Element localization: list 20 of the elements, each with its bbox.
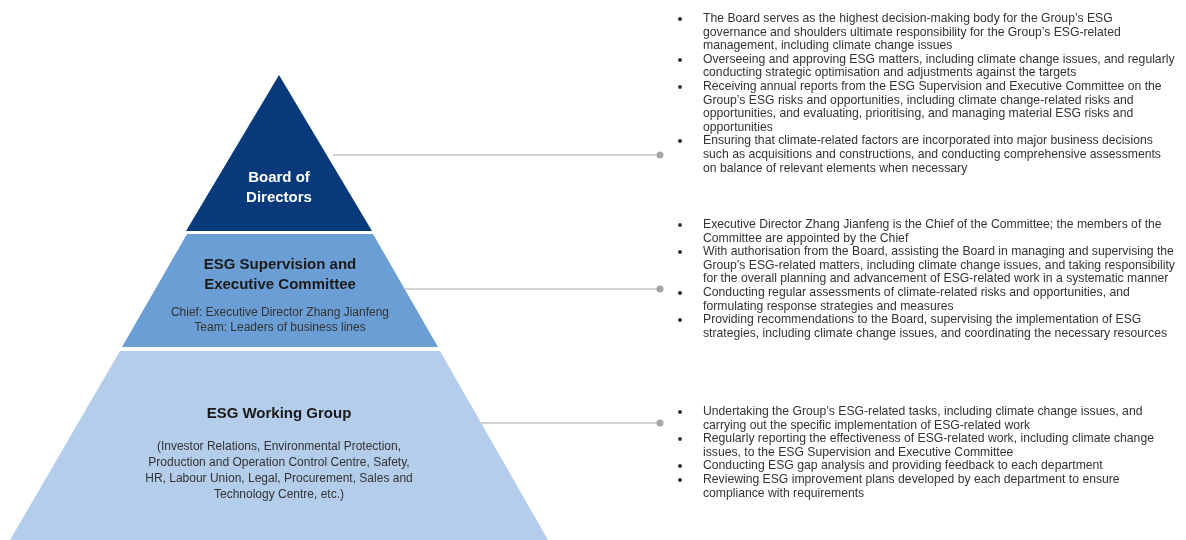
bullet-text: Receiving annual reports from the ESG Supervision and Executive Committee on the Group’s ESG risks and opportunities, including climate change-related risks and opportunities, and evaluating, prioritising, and managing material ESG risks and opportunities	[703, 78, 1162, 134]
tier-subtitle: Team: Leaders of business lines	[193, 319, 367, 335]
tier-title: Board of Directors	[245, 167, 313, 207]
leader-line	[404, 285, 664, 293]
bullet-text: Conducting ESG gap analysis and providing feedback to each department	[703, 458, 1103, 473]
bullet-text: With authorisation from the Board, assisting the Board in managing and supervising the Group’s ESG-related matters, including climate change issues, and taking responsibility for the overall planning and advancement of ESG-related work in a systematic manner	[703, 244, 1175, 286]
bullet-text: Conducting regular assessments of climate-related risks and opportunities, and formulating response strategies and measures	[703, 284, 1130, 313]
bullet-text: Providing recommendations to the Board, supervising the implementation of ESG strategies, including climate change issues, and coordinating the necessary resources	[703, 312, 1168, 340]
bullet-text: The Board serves as the highest decision-making body for the Group’s ESG governance and shoulders ultimate responsibility for the Group’s ESG-related management, including climate change issues	[703, 11, 1121, 53]
tier-subtitle: Chief: Executive Director Zhang Jianfeng	[169, 304, 391, 320]
tier-title: ESG Working Group	[205, 403, 353, 423]
tier-title: ESG Supervision and Executive Committee	[202, 254, 358, 294]
bullet-text: Overseeing and approving ESG matters, including climate change issues, and regularly conducting strategic optimisation and adjustments against the targets	[703, 51, 1175, 80]
leader-line	[332, 151, 664, 159]
bullet-text: Executive Director Zhang Jianfeng is the Chief of the Committee; the members of the Committee are appointed by the Chief	[703, 217, 1162, 245]
bullet-text: Ensuring that climate-related factors are incorporated into major business decisions such as acquisitions and constructions, and conducting comprehensive assessments on balance of relevant elements when necessary	[703, 133, 1161, 175]
bullet-text: Regularly reporting the effectiveness of ESG-related work, including climate change issues, to the ESG Supervision and Executive Committee	[703, 431, 1154, 459]
department-list: (Investor Relations, Environmental Protection, Production and Operation Control Centre, Safety, HR, Labour Union, Legal, Procurement, Sales and Technology Centre, etc.)	[144, 438, 414, 502]
bullet-text: Reviewing ESG improvement plans developed by each department to ensure compliance with requirements	[703, 471, 1120, 500]
bullet-text: Undertaking the Group’s ESG-related tasks, including climate change issues, and carrying out the specific implementation of ESG-related work	[703, 404, 1143, 432]
